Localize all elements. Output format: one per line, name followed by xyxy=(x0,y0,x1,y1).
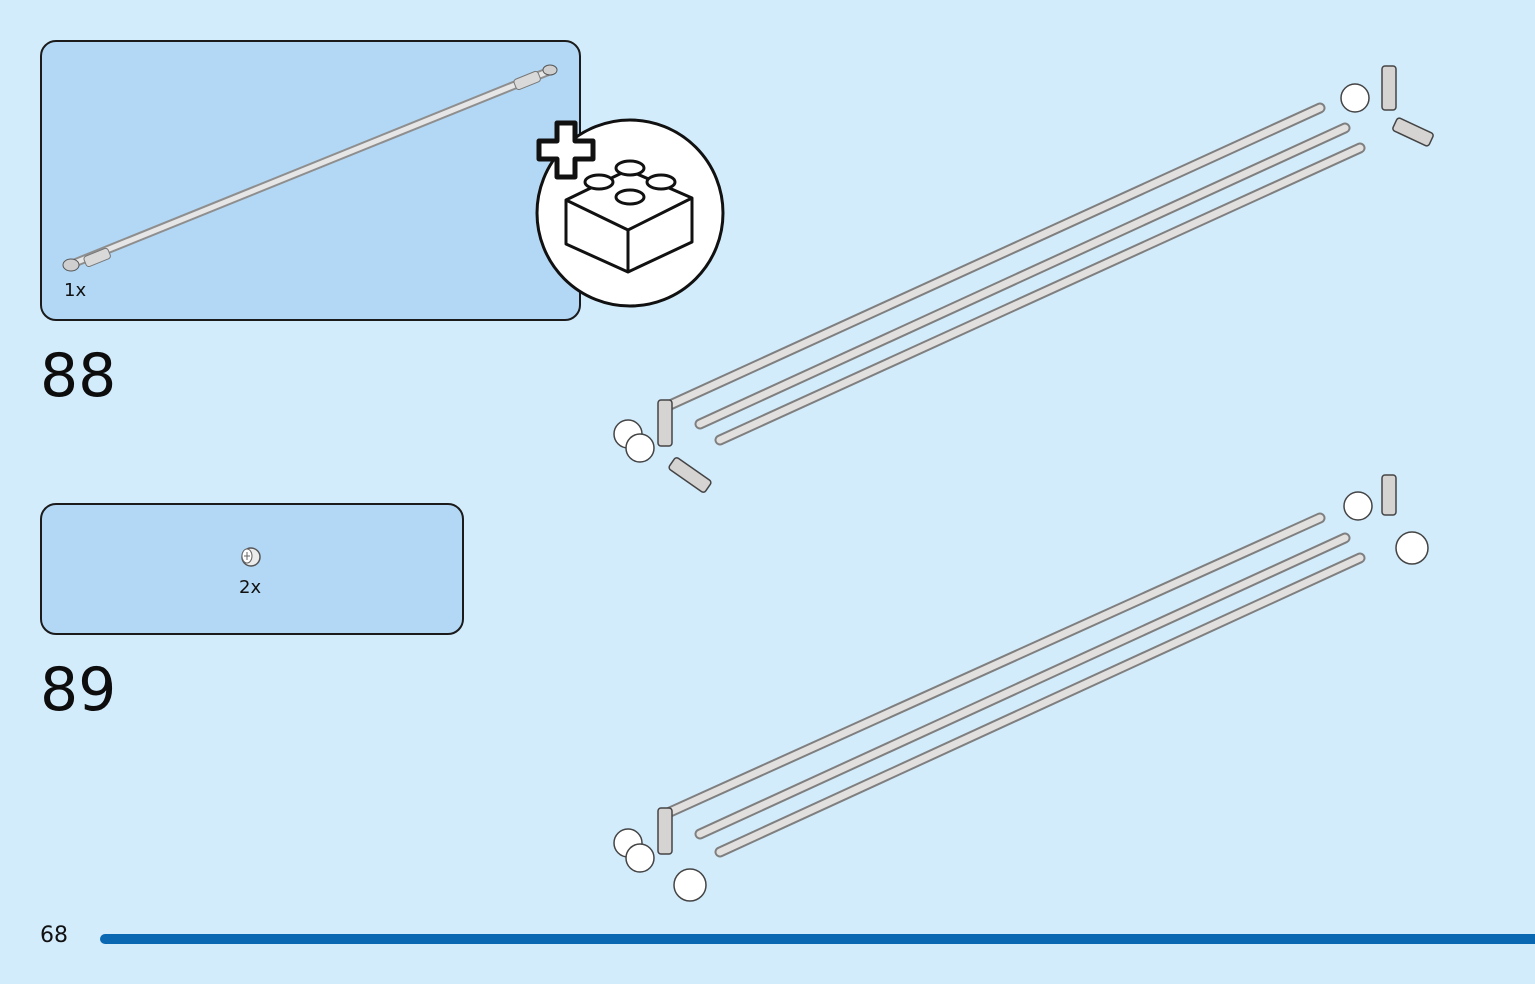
bush-part xyxy=(241,547,261,567)
part-quantity: 1x xyxy=(64,280,87,301)
rod-assembly-step-89 xyxy=(613,474,1429,902)
parts-callout-step-88: 1x xyxy=(40,40,581,321)
page-accent-bar xyxy=(100,934,1535,944)
step-number: 89 xyxy=(40,655,117,725)
page-number: 68 xyxy=(40,923,68,948)
part-quantity: 2x xyxy=(239,577,262,598)
long-axle-rod-part xyxy=(62,64,558,272)
parts-callout-step-89: 2x xyxy=(40,503,464,635)
rod-assembly-step-88 xyxy=(613,65,1434,493)
step-number: 88 xyxy=(40,341,117,411)
add-brick-icon xyxy=(535,118,725,308)
